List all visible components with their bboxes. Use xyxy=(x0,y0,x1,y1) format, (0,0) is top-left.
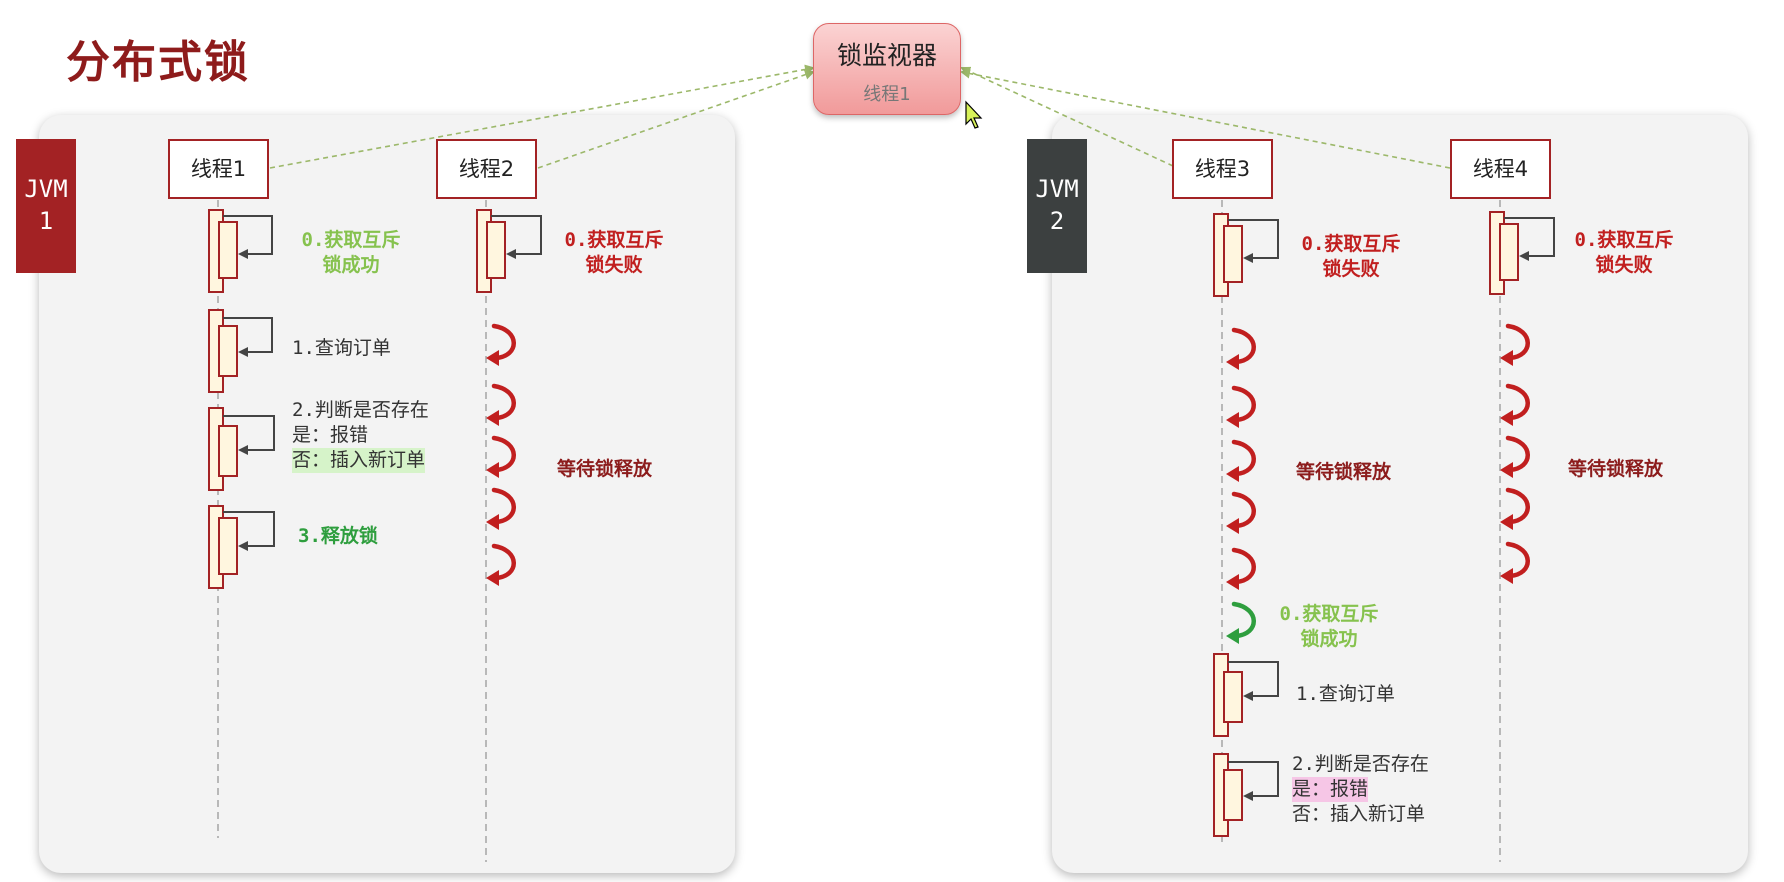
t4-wait-label: 等待锁释放 xyxy=(1568,458,1664,480)
t1-check-line2: 是：报错 xyxy=(292,424,369,446)
lock-monitor-owner: 线程1 xyxy=(863,84,911,105)
t1-check-line3: 否：插入新订单 xyxy=(292,448,426,473)
lock-monitor: 锁监视器 线程1 xyxy=(813,23,961,115)
jvm1-label: JVM 1 xyxy=(16,139,76,273)
t2-retry-arrow-3 xyxy=(486,435,516,478)
t2-acquire-fail-label: 0.获取互斥 锁失败 xyxy=(564,229,664,276)
thread-3-box: 线程3 xyxy=(1172,139,1273,199)
t3-wait-label: 等待锁释放 xyxy=(1296,461,1392,483)
connection-thread3 xyxy=(960,66,1174,167)
t3-retry-arrow-3 xyxy=(1226,439,1256,482)
t3-retry-arrow-1 xyxy=(1226,327,1256,370)
t2-retry-arrow-1 xyxy=(486,323,516,366)
connection-thread2 xyxy=(537,69,815,169)
t3-query-order-label: 1.查询订单 xyxy=(1296,683,1395,705)
t1-query-order-label: 1.查询订单 xyxy=(292,337,391,359)
t3-check-line3: 否：插入新订单 xyxy=(1292,803,1426,825)
t1-release-label: 3.释放锁 xyxy=(298,525,378,547)
t2-activation-acquire xyxy=(476,209,542,293)
t2-retry-arrow-2 xyxy=(486,383,516,426)
t1-activation-check xyxy=(208,407,275,491)
t3-retry-arrow-success xyxy=(1226,601,1256,644)
t3-acquire-success-label: 0.获取互斥 锁成功 xyxy=(1279,603,1379,650)
page-title: 分布式锁 xyxy=(66,37,250,88)
jvm2-panel xyxy=(1052,115,1748,873)
t3-check-line1: 2.判断是否存在 xyxy=(1292,753,1429,775)
t1-activation-release xyxy=(208,505,275,589)
t3-check-line2: 是：报错 xyxy=(1292,777,1369,802)
t3-retry-arrow-4 xyxy=(1226,491,1256,534)
t4-retry-arrow-5 xyxy=(1500,541,1530,584)
t4-retry-arrow-1 xyxy=(1500,323,1530,366)
t2-wait-label: 等待锁释放 xyxy=(557,458,653,480)
t1-activation-query xyxy=(208,309,273,393)
jvm2-label: JVM 2 xyxy=(1027,139,1087,273)
t4-retry-arrow-3 xyxy=(1500,435,1530,478)
t1-check-line1: 2.判断是否存在 xyxy=(292,399,429,421)
lock-monitor-title: 锁监视器 xyxy=(836,41,937,70)
monitor-connections xyxy=(269,64,1451,169)
connection-thread1 xyxy=(269,64,815,169)
t4-retry-arrow-4 xyxy=(1500,487,1530,530)
t3-acquire-fail-label: 0.获取互斥 锁失败 xyxy=(1301,233,1401,280)
retry-arrows xyxy=(486,323,1530,644)
jvm1-panel xyxy=(39,115,735,873)
activation-bars xyxy=(208,209,1555,837)
t2-retry-arrow-4 xyxy=(486,487,516,530)
t4-acquire-fail-label: 0.获取互斥 锁失败 xyxy=(1574,229,1674,276)
t1-activation-acquire xyxy=(208,209,273,293)
t3-activation-query xyxy=(1213,653,1279,737)
thread-2-box: 线程2 xyxy=(436,139,537,199)
t1-acquire-success-label: 0.获取互斥 锁成功 xyxy=(301,229,401,276)
t4-retry-arrow-2 xyxy=(1500,383,1530,426)
thread-4-box: 线程4 xyxy=(1450,139,1551,199)
t3-retry-arrow-2 xyxy=(1226,385,1256,428)
mouse-cursor-icon xyxy=(965,100,983,129)
t2-retry-arrow-5 xyxy=(486,543,516,586)
connection-thread4 xyxy=(960,68,1451,169)
t3-activation-check xyxy=(1213,753,1279,837)
thread-1-box: 线程1 xyxy=(168,139,269,199)
t3-activation-acquire xyxy=(1213,213,1279,297)
t3-retry-arrow-5 xyxy=(1226,547,1256,590)
t4-activation-acquire xyxy=(1489,211,1555,295)
